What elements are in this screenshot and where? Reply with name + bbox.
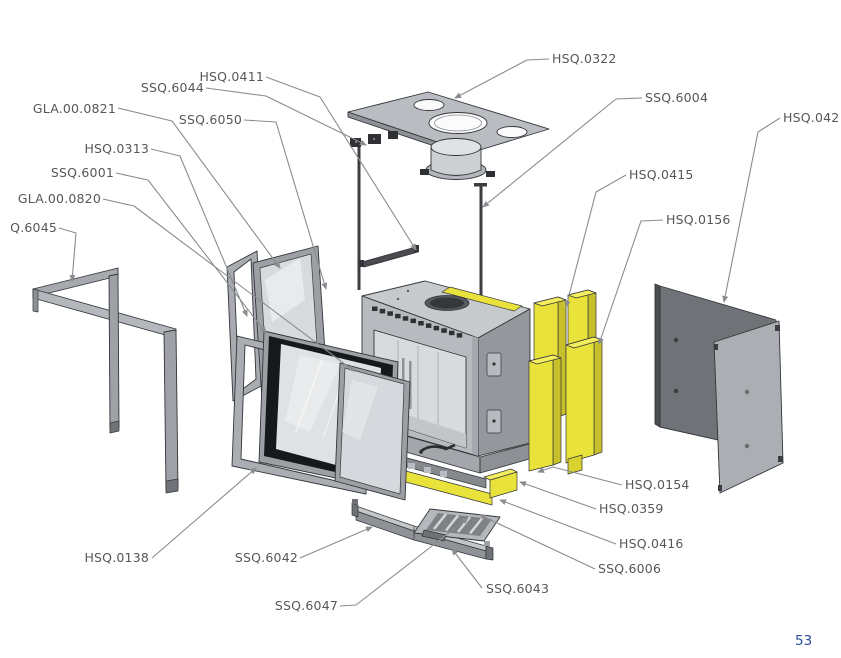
part-label-hsq-0411: HSQ.0411 (199, 69, 264, 84)
part-label-ssq-6047: SSQ.6047 (275, 598, 338, 613)
part-label-gla-00-0821: GLA.00.0821 (33, 101, 116, 116)
front-glass-panel (334, 362, 411, 501)
part-label-ssq-6050: SSQ.6050 (179, 112, 242, 127)
part-label-ssq-6004: SSQ.6004 (645, 90, 708, 105)
leader-gla-00-0820 (102, 198, 355, 372)
part-label-hsq-0416: HSQ.0416 (619, 536, 684, 551)
support-rods (350, 131, 487, 332)
side-convection-panels (654, 283, 784, 494)
firebrick-slab-front-right (565, 336, 603, 475)
vent-slots (372, 306, 463, 338)
part-label-hsq-0154: HSQ.0154 (625, 477, 690, 492)
part-label-ssq-6042: SSQ.6042 (235, 550, 298, 565)
leader-q-6045 (58, 227, 77, 282)
leader-hsq-042 (722, 117, 781, 303)
leader-hsq-0359 (519, 481, 597, 510)
leader-ssq-6044 (205, 87, 367, 146)
leader-ssq-6004 (482, 97, 643, 208)
stove-base (359, 422, 534, 506)
part-label-hsq-0359: HSQ.0359 (599, 501, 664, 516)
top-firebrick-strip (441, 286, 523, 312)
leader-hsq-0416 (499, 499, 617, 545)
leader-hsq-0313 (150, 148, 248, 317)
leader-hsq-0154 (537, 466, 623, 486)
bottom-grate (413, 508, 501, 542)
part-label-hsq-0313: HSQ.0313 (84, 141, 149, 156)
collar-tab-left (420, 169, 429, 175)
leader-ssq-6042 (299, 526, 373, 559)
part-label-ssq-6044: SSQ.6044 (141, 80, 204, 95)
leader-lines (58, 58, 781, 607)
page-number: 53 (795, 633, 812, 649)
part-label-ssq-6006: SSQ.6006 (598, 561, 661, 576)
flue-collar (420, 138, 495, 180)
part-label-hsq-0322: HSQ.0322 (552, 51, 617, 66)
leader-hsq-0415 (564, 174, 627, 308)
leader-ssq-6001 (115, 172, 267, 334)
part-label-q-6045: Q.6045 (10, 220, 57, 235)
rod-bracket (388, 131, 398, 139)
leader-ssq-6043 (451, 548, 483, 589)
collar-tab-right (486, 171, 495, 177)
trim-frame (32, 267, 179, 494)
leader-ssq-6047 (339, 517, 469, 607)
air-deflector-bar (361, 246, 419, 268)
leader-gla-00-0821 (117, 107, 281, 269)
firebrick-slabs (528, 289, 603, 475)
part-label-hsq-0138: HSQ.0138 (84, 550, 149, 565)
part-label-gla-00-0820: GLA.00.0820 (18, 191, 101, 206)
leader-hsq-0322 (454, 58, 550, 99)
door-latch-lever (419, 443, 456, 454)
part-label-ssq-6043: SSQ.6043 (486, 581, 549, 596)
leader-ssq-6006 (479, 514, 596, 570)
part-label-hsq-0156: HSQ.0156 (666, 212, 731, 227)
door-assembly (226, 245, 411, 501)
leader-hsq-0411 (265, 76, 417, 251)
part-label-hsq-0415: HSQ.0415 (629, 167, 694, 182)
leader-hsq-0138 (151, 467, 257, 559)
firebrick-slab-front-left (528, 354, 562, 472)
part-label-hsq-042: HSQ.042 (783, 110, 839, 125)
part-labels: HSQ.0322 SSQ.6004 HSQ.042 HSQ.0415 HSQ.0… (10, 51, 839, 613)
leader-ssq-6050 (243, 119, 328, 290)
leader-hsq-0156 (598, 219, 664, 345)
part-label-ssq-6001: SSQ.6001 (51, 165, 114, 180)
